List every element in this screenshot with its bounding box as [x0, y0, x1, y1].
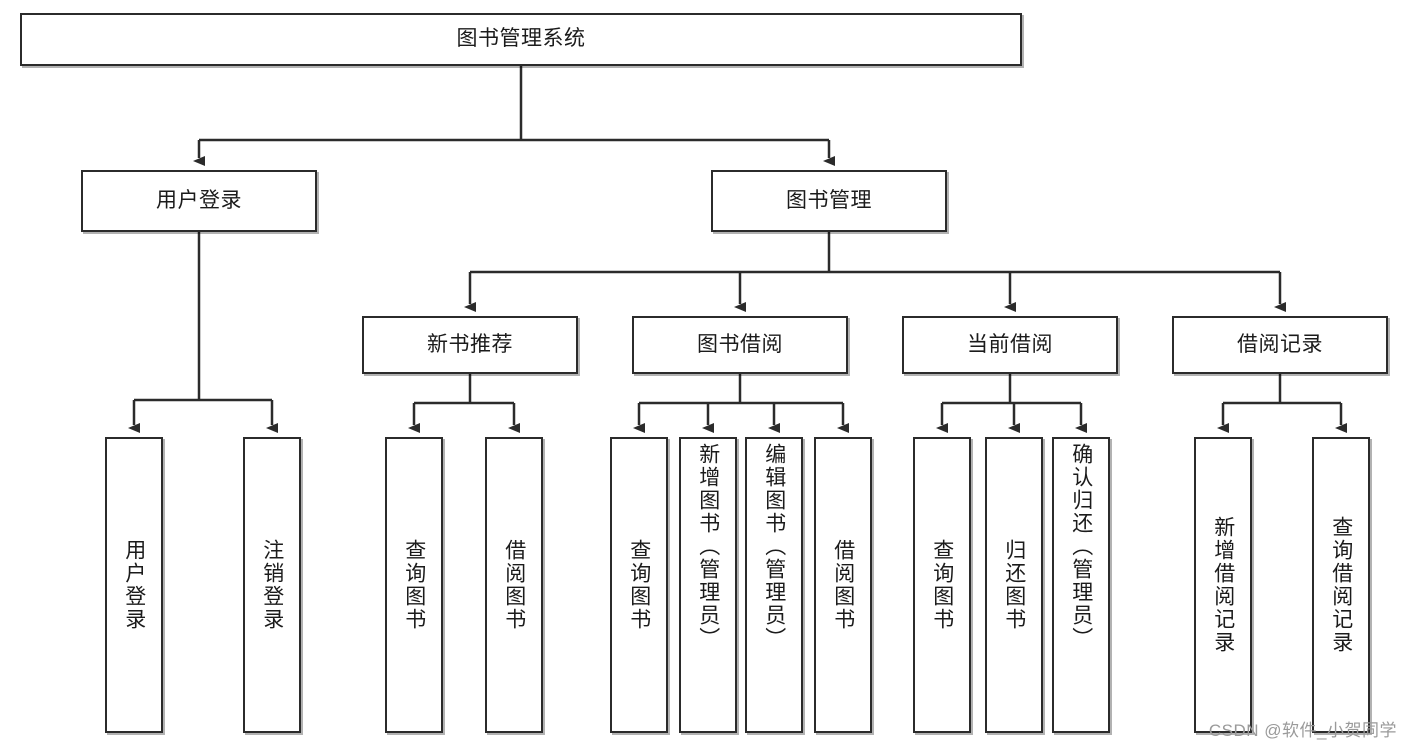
leaf-query-record[interactable]: 查询借阅记录 [1312, 437, 1370, 733]
leaf-query-record-label: 查询借阅记录 [1329, 516, 1353, 654]
leaf-borrow-book-2[interactable]: 借阅图书 [814, 437, 872, 733]
leaf-add-record[interactable]: 新增借阅记录 [1194, 437, 1252, 733]
node-user-login[interactable]: 用户登录 [81, 170, 317, 232]
node-book-manage[interactable]: 图书管理 [711, 170, 947, 232]
node-book-borrow[interactable]: 图书借阅 [632, 316, 848, 374]
leaf-user-login-label: 用户登录 [122, 539, 146, 631]
leaf-edit-book[interactable]: 编辑图书（管理员） [745, 437, 803, 733]
leaf-query-book-3-label: 查询图书 [930, 539, 954, 631]
node-book-manage-label: 图书管理 [786, 188, 872, 212]
node-new-book-rec-label: 新书推荐 [427, 332, 513, 356]
leaf-add-record-label: 新增借阅记录 [1211, 516, 1235, 654]
node-root-label: 图书管理系统 [456, 27, 586, 51]
node-root[interactable]: 图书管理系统 [20, 13, 1022, 66]
node-borrow-record-label: 借阅记录 [1237, 332, 1323, 356]
leaf-confirm-return-label: 确认归还（管理员） [1069, 443, 1093, 650]
leaf-user-logout-label: 注销登录 [260, 539, 284, 631]
leaf-confirm-return[interactable]: 确认归还（管理员） [1052, 437, 1110, 733]
leaf-borrow-book-2-label: 借阅图书 [831, 539, 855, 631]
leaf-query-book-2[interactable]: 查询图书 [610, 437, 668, 733]
node-borrow-record[interactable]: 借阅记录 [1172, 316, 1388, 374]
watermark: CSDN @软件_小贺同学 [1208, 721, 1397, 740]
leaf-query-book-1-label: 查询图书 [402, 539, 426, 631]
leaf-query-book-3[interactable]: 查询图书 [913, 437, 971, 733]
node-user-login-label: 用户登录 [156, 188, 242, 212]
leaf-borrow-book-1[interactable]: 借阅图书 [485, 437, 543, 733]
node-book-borrow-label: 图书借阅 [697, 332, 783, 356]
node-new-book-rec[interactable]: 新书推荐 [362, 316, 578, 374]
leaf-query-book-2-label: 查询图书 [627, 539, 651, 631]
leaf-query-book-1[interactable]: 查询图书 [385, 437, 443, 733]
leaf-borrow-book-1-label: 借阅图书 [502, 539, 526, 631]
leaf-add-book[interactable]: 新增图书（管理员） [679, 437, 737, 733]
node-current-borrow-label: 当前借阅 [967, 332, 1053, 356]
leaf-add-book-label: 新增图书（管理员） [696, 443, 720, 650]
leaf-return-book[interactable]: 归还图书 [985, 437, 1043, 733]
leaf-user-logout[interactable]: 注销登录 [243, 437, 301, 733]
leaf-user-login[interactable]: 用户登录 [105, 437, 163, 733]
leaf-return-book-label: 归还图书 [1002, 539, 1026, 631]
node-current-borrow[interactable]: 当前借阅 [902, 316, 1118, 374]
leaf-edit-book-label: 编辑图书（管理员） [762, 443, 786, 650]
